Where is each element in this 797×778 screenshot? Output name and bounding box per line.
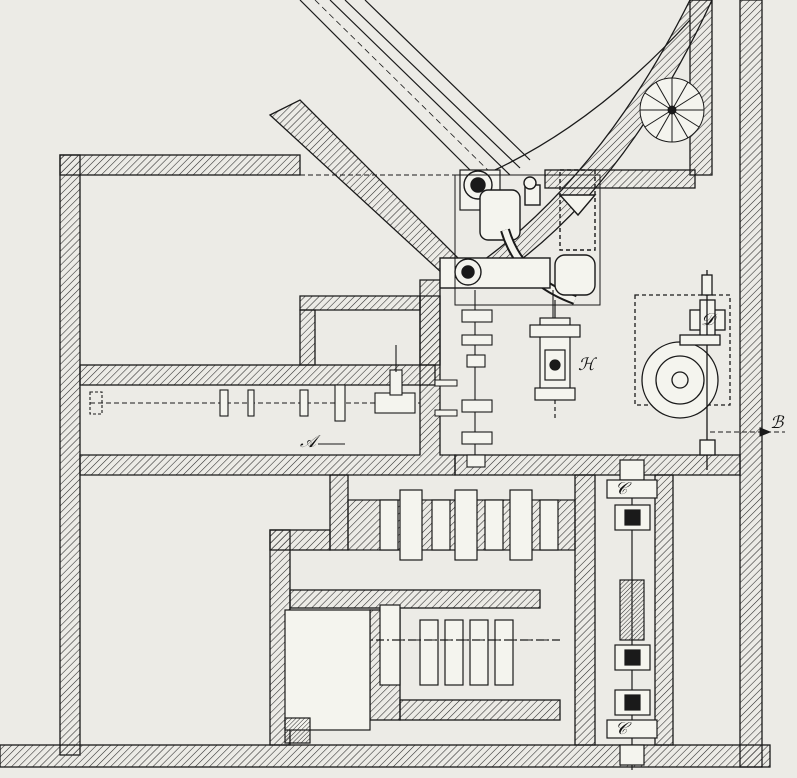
label-a: 𝒜 xyxy=(300,432,321,452)
lower-partition-top xyxy=(269,529,331,551)
shaft-pulley-1 xyxy=(461,309,493,323)
pipe-bend xyxy=(479,189,521,241)
lower-room-box xyxy=(284,609,371,731)
diagonal-wall xyxy=(268,99,471,286)
shaft-pulley-3 xyxy=(466,354,486,368)
turbine-assembly xyxy=(439,169,597,305)
lower-gear-4 xyxy=(469,619,489,686)
lower-gear-1 xyxy=(379,604,401,686)
governor-h xyxy=(529,300,581,420)
vertical-shafts xyxy=(461,290,554,468)
corridor-wall xyxy=(79,364,436,386)
east-wall xyxy=(739,0,763,768)
wall-passages xyxy=(434,379,458,417)
label-b: ℬ xyxy=(770,413,785,433)
step-wall-right xyxy=(419,295,441,366)
label-d: 𝒟 xyxy=(701,310,718,330)
pulley-c-bottom xyxy=(606,719,658,739)
east-shaft-wall xyxy=(654,474,674,746)
spiral-staircase xyxy=(639,77,705,143)
step-wall-upper xyxy=(299,309,316,366)
gear-train xyxy=(284,489,576,744)
curved-wall xyxy=(468,0,713,286)
north-wall-west xyxy=(59,154,301,176)
step-wall-top xyxy=(299,295,421,311)
coupling-bottom xyxy=(619,744,645,766)
vertical-shaft-c xyxy=(606,459,658,770)
lower-gear-3 xyxy=(444,619,464,686)
west-wall xyxy=(59,154,81,756)
pulley-c-top xyxy=(606,479,658,499)
inclined-chute xyxy=(299,0,531,211)
section-marker-b xyxy=(710,427,785,437)
machinery-floor xyxy=(454,454,741,476)
turbine-room-outline xyxy=(454,174,601,306)
gear-room-wall xyxy=(289,589,541,609)
shaft-end-bearing xyxy=(89,391,103,415)
center-lines xyxy=(300,174,555,641)
shaft-pulley-2 xyxy=(461,334,493,346)
shaft-pulley-4 xyxy=(461,399,493,413)
shaft-sleeve xyxy=(619,579,645,641)
transmission-shaft-a xyxy=(89,345,420,422)
lower-partition-pier xyxy=(329,474,349,551)
south-wall xyxy=(0,744,771,768)
shaft-bearing xyxy=(466,454,486,468)
inlet-box xyxy=(559,169,596,251)
label-h: ℋ xyxy=(578,355,598,375)
coupling-top xyxy=(619,459,645,481)
shaft-pulley-5 xyxy=(461,431,493,445)
lower-gear-5 xyxy=(494,619,514,686)
lower-gear-2 xyxy=(419,619,439,686)
east-gear-wall xyxy=(574,474,596,746)
flywheel-d xyxy=(634,270,731,470)
bottom-ledge xyxy=(399,699,561,721)
